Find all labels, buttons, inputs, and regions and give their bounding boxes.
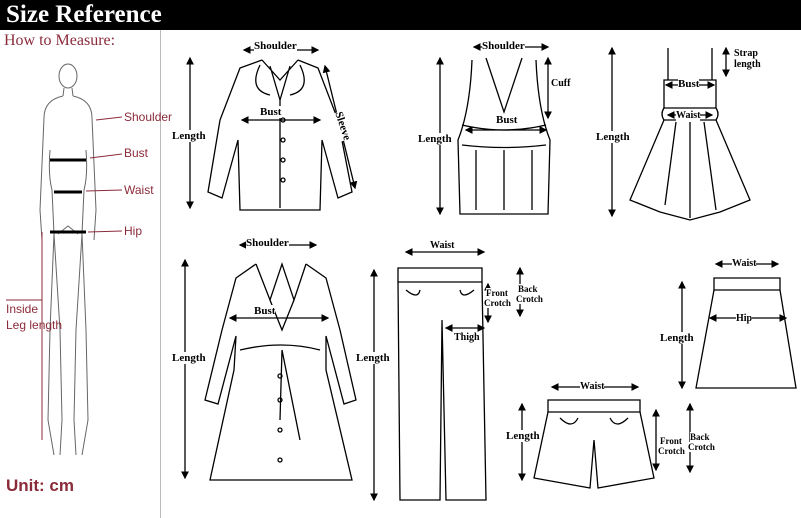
shorts-waist-label: Waist: [580, 381, 605, 392]
body-label-waist: Waist: [124, 183, 154, 197]
page-title: Size Reference: [6, 1, 162, 28]
title-bar: Size Reference: [0, 0, 801, 30]
skirt-arrows: [678, 260, 788, 390]
blouse-drawing: [207, 59, 353, 211]
blouse-bust-label: Bust: [260, 106, 282, 118]
skirt-drawing: [695, 277, 797, 389]
coat-shoulder-label: Shoulder: [246, 237, 289, 249]
dress-length-label: Length: [596, 131, 630, 143]
tank-top-drawing: [457, 57, 551, 215]
body-label-bust: Bust: [124, 146, 149, 160]
skirt-hip-label: Hip: [736, 313, 753, 324]
body-figure: [39, 63, 97, 456]
coat-arrows: [181, 241, 330, 480]
tank-bust-label: Bust: [496, 114, 518, 126]
dress-waist-label: Waist: [676, 110, 701, 121]
coat-drawing: [204, 261, 357, 481]
coat-bust-label: Bust: [254, 305, 276, 317]
body-label-inside: Inside: [6, 302, 39, 316]
dress-drawing: [629, 48, 751, 221]
pants-front-label: Front: [486, 288, 508, 298]
pants-thigh-label: Thigh: [454, 332, 480, 343]
blouse-length-label: Length: [172, 130, 206, 142]
pants-drawing: [397, 267, 487, 501]
blouse-shoulder-label: Shoulder: [254, 40, 297, 52]
dress-strap-length-label: length: [734, 59, 761, 70]
pants-waist-label: Waist: [430, 240, 455, 251]
shorts-back-label: Back: [690, 432, 710, 442]
body-label-shoulder: Shoulder: [124, 110, 173, 124]
shorts-back-crotch-label: Crotch: [688, 442, 715, 452]
tank-shoulder-label: Shoulder: [482, 40, 525, 52]
body-label-hip: Hip: [124, 224, 143, 238]
skirt-waist-label: Waist: [732, 258, 757, 269]
pants-back-crotch-label: Crotch: [516, 294, 543, 304]
skirt-length-label: Length: [660, 332, 694, 344]
unit-label: Unit: cm: [6, 476, 74, 495]
shorts-arrows: [518, 383, 694, 482]
coat-length-label: Length: [172, 352, 206, 364]
how-to-measure-panel: [0, 30, 161, 518]
shorts-length-label: Length: [506, 430, 540, 442]
shorts-front-crotch-label: Crotch: [658, 446, 685, 456]
pants-length-label: Length: [356, 352, 390, 364]
shorts-drawing: [533, 399, 655, 489]
dress-bust-label: Bust: [678, 78, 700, 90]
body-label-leg-length: Leg length: [6, 318, 63, 332]
tank-length-label: Length: [418, 133, 452, 145]
how-to-measure-title: How to Measure:: [4, 32, 116, 49]
tank-cuff-label: Cuff: [551, 78, 571, 89]
pants-front-crotch-label: Crotch: [484, 298, 511, 308]
dress-strap-label: Strap: [734, 48, 758, 59]
pants-back-label: Back: [518, 284, 538, 294]
shorts-front-label: Front: [660, 436, 682, 446]
